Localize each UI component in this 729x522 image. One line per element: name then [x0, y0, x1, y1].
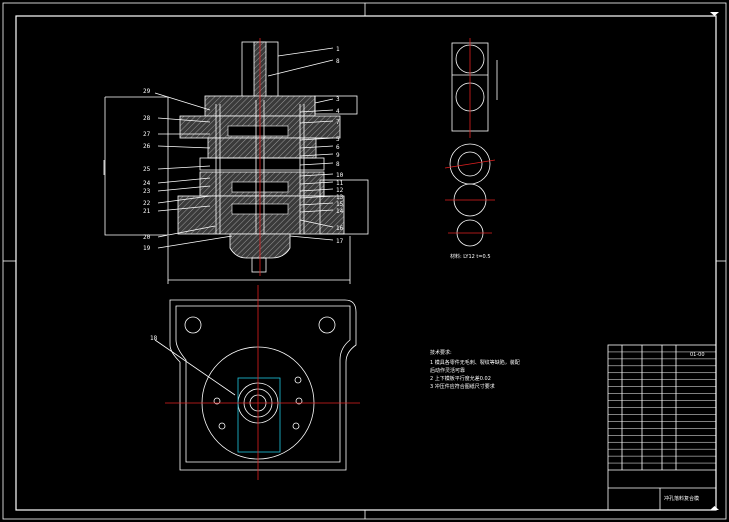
part-label: 19: [143, 245, 151, 252]
part-label: 8: [336, 58, 340, 65]
plan-view: [154, 285, 360, 480]
part-label: 26: [143, 143, 151, 150]
part-label: 28: [143, 115, 151, 122]
part-label: 25: [143, 166, 151, 173]
drawing-number: 01-00: [690, 352, 705, 358]
part-label: 10: [336, 172, 344, 179]
tech-notes-title: 技术要求:: [430, 349, 452, 356]
tech-notes: 技术要求: 1 模具各零件无毛刺、裂纹等缺陷，装配 后动作灵活可靠 2 上下模板…: [430, 349, 520, 390]
part-label: 1: [336, 46, 340, 53]
part-label: 8: [336, 161, 340, 168]
part-label: 22: [143, 200, 151, 207]
leaders-left: [154, 92, 233, 249]
part-label: 13: [336, 194, 344, 201]
part-label: 20: [143, 234, 151, 241]
leaders-right: [267, 47, 334, 241]
part-label: 14: [336, 208, 344, 215]
tech-note-line: 2 上下模板平行度允差0.02: [430, 375, 491, 382]
plan-view-label: 18: [150, 335, 158, 342]
part-label: 12: [336, 187, 344, 194]
part-label: 27: [143, 131, 151, 138]
part-label: 23: [143, 188, 151, 195]
part-label: 9: [336, 152, 340, 159]
part-label: 4: [336, 108, 340, 115]
tech-note-line: 后动作灵活可靠: [430, 367, 465, 374]
part-label: 16: [336, 225, 344, 232]
part-label: 6: [336, 144, 340, 151]
part-detail-views: [444, 38, 498, 247]
part-labels-left: 29 28 27 26 25 24 23 22 21 20 19: [143, 88, 151, 252]
section-caption: 材料: LY12 t=0.5: [450, 253, 491, 260]
part-label: 29: [143, 88, 151, 95]
part-label: 5: [336, 136, 340, 143]
drawing-name: 冲孔落料复合模: [664, 495, 699, 502]
title-block: [607, 344, 717, 511]
part-label: 17: [336, 238, 344, 245]
part-label: 3: [336, 96, 340, 103]
tech-note-line: 1 模具各零件无毛刺、裂纹等缺陷，装配: [430, 359, 520, 366]
part-label: 7: [336, 119, 340, 126]
part-labels-right: 1 8 3 4 7 5 6 9 8 10 11 12 13 15 14 16 1…: [336, 46, 344, 245]
tech-note-line: 3 冲压件应符合图纸尺寸要求: [430, 383, 495, 390]
part-label: 15: [336, 201, 344, 208]
part-label: 24: [143, 180, 151, 187]
part-label: 11: [336, 180, 344, 187]
part-label: 21: [143, 208, 151, 215]
